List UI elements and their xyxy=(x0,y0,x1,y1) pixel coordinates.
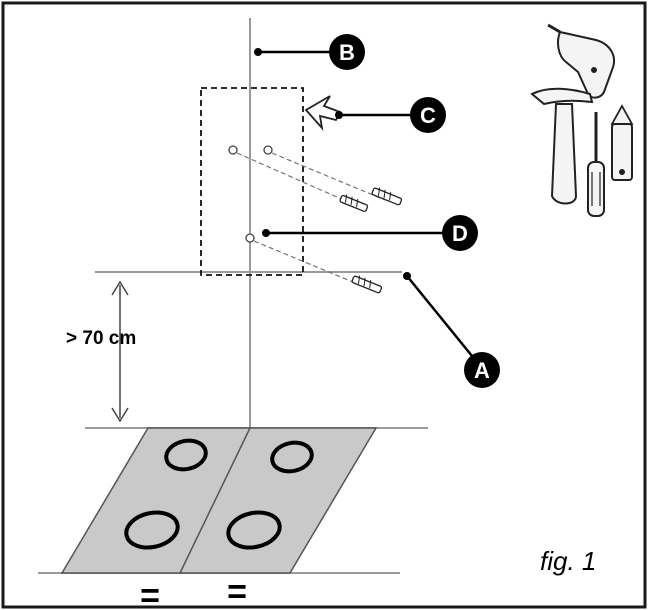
equal-mark-left: = xyxy=(140,577,160,610)
callout-d: D xyxy=(262,215,478,251)
wall-plug-icon xyxy=(351,275,383,294)
hole-upper-right xyxy=(263,145,273,155)
wall-plugs xyxy=(339,187,403,294)
hob xyxy=(60,427,378,574)
hole-lower xyxy=(245,233,255,243)
equal-mark-right: = xyxy=(227,573,247,610)
callout-c: C xyxy=(335,97,446,133)
callout-b-label: B xyxy=(339,40,355,65)
screwdriver-icon xyxy=(587,112,605,217)
callout-b: B xyxy=(254,34,365,70)
pencil-icon xyxy=(610,104,634,181)
hood-outline xyxy=(200,87,304,276)
fixing-points xyxy=(228,145,386,286)
height-dimension-arrow xyxy=(111,280,129,423)
figure-caption: fig. 1 xyxy=(540,546,596,576)
height-measurement: > 70 cm xyxy=(66,328,136,349)
callout-c-label: C xyxy=(420,103,436,128)
callout-d-label: D xyxy=(452,221,468,246)
burner-back-right xyxy=(270,440,314,474)
burner-back-left xyxy=(164,438,208,472)
burner-front-right xyxy=(226,510,282,550)
wall-plug-icon xyxy=(339,194,369,212)
burner-front-left xyxy=(124,510,180,550)
drill-icon xyxy=(547,23,615,99)
hammer-icon xyxy=(530,87,594,205)
wall-plug-icon xyxy=(371,187,403,206)
callout-a: A xyxy=(403,272,500,388)
callout-a-label: A xyxy=(474,358,490,383)
pointer-arrow-icon xyxy=(304,95,342,131)
hole-upper-left xyxy=(228,145,238,155)
